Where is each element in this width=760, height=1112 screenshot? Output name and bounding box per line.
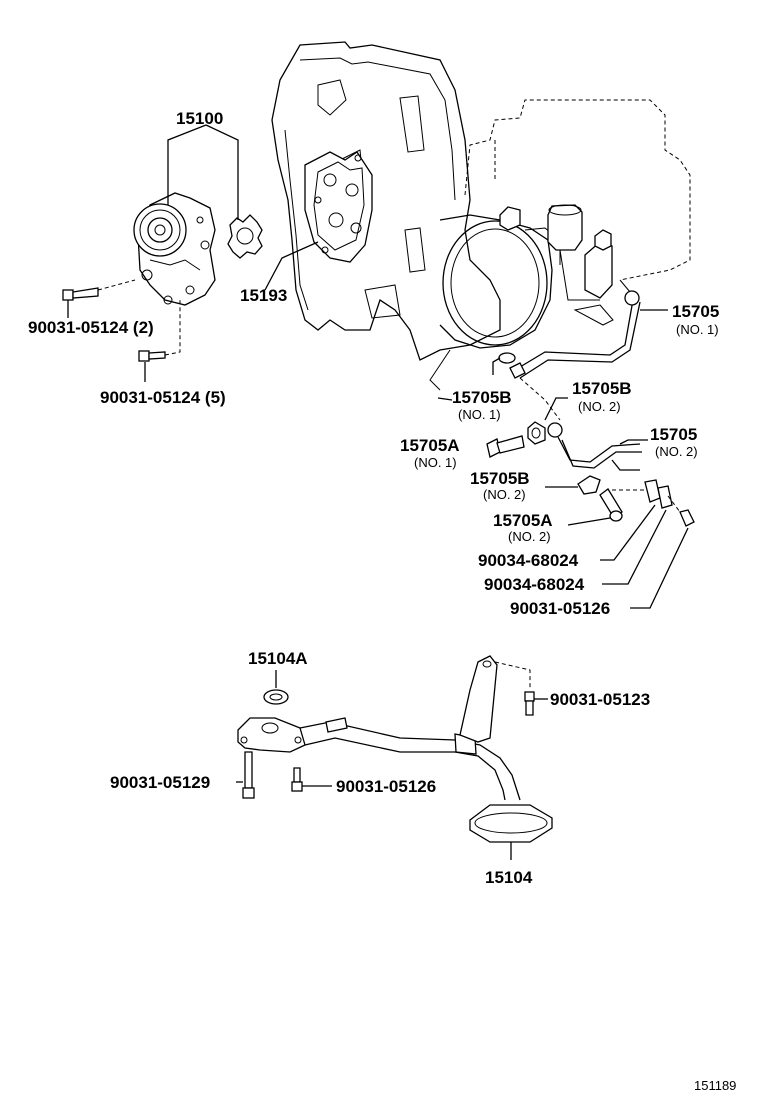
label-15193: 15193 [240, 286, 287, 305]
label-15104a: 15104A [248, 649, 308, 668]
label-90034-68024-a: 90034-68024 [478, 551, 579, 570]
label-15705a-no1-sub: (NO. 1) [414, 455, 457, 470]
gasket-15705b-no2-lower [577, 475, 601, 495]
leader-15705b-no1-b [437, 397, 453, 401]
label-90031-05129: 90031-05129 [110, 773, 210, 792]
union-bolt-15705a-no1 [486, 435, 525, 458]
label-15104: 15104 [485, 868, 533, 887]
bolt-90031-05129 [236, 751, 255, 799]
leader-90034-68024-a [600, 504, 656, 561]
diagram-id: 151189 [694, 1078, 736, 1093]
label-15705-no2-sub: (NO. 2) [655, 444, 698, 459]
label-15705b-no2-lower-sub: (NO. 2) [483, 487, 526, 502]
union-centerline [519, 377, 561, 421]
label-90031-05123: 90031-05123 [550, 690, 650, 709]
label-90034-68024-b: 90034-68024 [484, 575, 585, 594]
gasket-15705b-no1 [498, 352, 516, 364]
leader-90031-05126-a [630, 527, 689, 609]
label-15705b-no1-sub: (NO. 1) [458, 407, 501, 422]
label-15705-no2: 15705 [650, 425, 697, 444]
label-15705a-no1: 15705A [400, 436, 460, 455]
bolt-90031-05123 [524, 691, 548, 716]
engine-block-illustration [271, 41, 691, 391]
label-15705-no1: 15705 [672, 302, 719, 321]
label-15100: 15100 [176, 109, 223, 128]
gasket-15705b-no2-upper [527, 397, 568, 445]
gasket-15104a [263, 689, 289, 705]
bolt-90031-05126-lower [291, 767, 332, 792]
leader-90034-68024-b [602, 509, 667, 585]
oil-pipe-15705-no1 [509, 290, 668, 379]
leader-15705b-no1 [492, 357, 501, 375]
union-bolt-15705a-no2 [567, 488, 623, 526]
label-15705b-no2-lower: 15705B [470, 469, 530, 488]
label-15705b-no2-upper-sub: (NO. 2) [578, 399, 621, 414]
label-90031-05124-5: 90031-05124 (5) [100, 388, 226, 407]
oil-strainer-15104 [237, 655, 553, 860]
label-15705a-no2-sub: (NO. 2) [508, 529, 551, 544]
label-15705-no1-sub: (NO. 1) [676, 322, 719, 337]
bolt-90031-05124-5 [138, 300, 181, 382]
label-90031-05124-2: 90031-05124 (2) [28, 318, 154, 337]
label-90031-05126-lower: 90031-05126 [336, 777, 436, 796]
bolt-90031-05124-2 [62, 279, 136, 318]
oil-pump-assembly-15100 [133, 124, 263, 306]
label-15705b-no2-upper: 15705B [572, 379, 632, 398]
label-15705a-no2: 15705A [493, 511, 553, 530]
clamp-90034-68024 [612, 479, 695, 527]
label-15705b-no1: 15705B [452, 388, 512, 407]
label-90031-05126-a: 90031-05126 [510, 599, 610, 618]
oil-pipe-15705-no2 [547, 422, 648, 471]
leader-15193 [264, 241, 319, 291]
